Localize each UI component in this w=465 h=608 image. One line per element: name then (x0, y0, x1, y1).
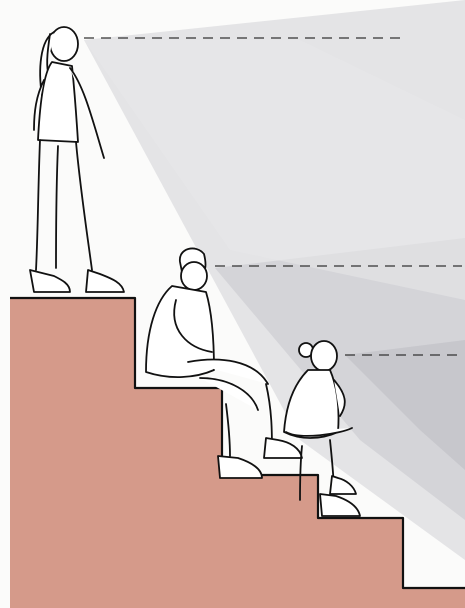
diagram-canvas (0, 0, 465, 608)
stair-sightline-diagram (0, 0, 465, 608)
